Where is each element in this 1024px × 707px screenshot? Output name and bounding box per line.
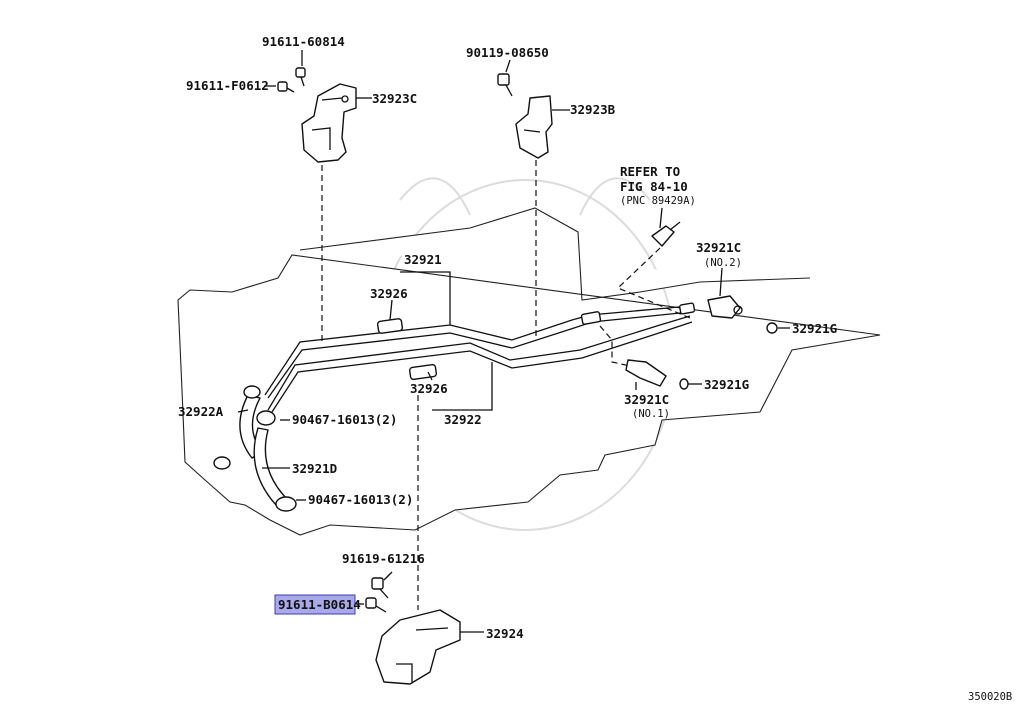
label-90467-16013-lower[interactable]: 90467-16013(2) — [308, 492, 413, 507]
label-32921d[interactable]: 32921D — [292, 461, 337, 476]
label-91611-f0612[interactable]: 91611-F0612 — [186, 78, 269, 93]
clamp-90467-16013-upper[interactable] — [256, 410, 276, 426]
transmission-body-outline — [177, 207, 881, 536]
leader-lines — [237, 50, 723, 633]
bolt-91611-f0612[interactable] — [277, 81, 295, 93]
bolt-91611-b0614[interactable] — [365, 597, 387, 613]
pipe-32922[interactable] — [267, 315, 693, 413]
label-32922a[interactable]: 32922A — [178, 404, 224, 419]
label-90119-08650[interactable]: 90119-08650 — [466, 45, 549, 60]
label-no2: (NO.2) — [704, 257, 742, 269]
sensor-89429a[interactable] — [651, 221, 681, 247]
sleeve-32926-top[interactable] — [376, 318, 404, 334]
label-no1: (NO.1) — [632, 408, 670, 420]
highlight-box-91611-b0614 — [274, 594, 356, 615]
label-32921g-bottom[interactable]: 32921G — [704, 377, 749, 392]
label-32922[interactable]: 32922 — [444, 412, 482, 427]
label-90467-16013-upper[interactable]: 90467-16013(2) — [292, 412, 397, 427]
union-32921c-no2[interactable] — [707, 295, 743, 319]
label-32921[interactable]: 32921 — [404, 252, 442, 267]
label-32926-top[interactable]: 32926 — [370, 286, 408, 301]
label-32923b[interactable]: 32923B — [570, 102, 616, 117]
bolt-91619-61216[interactable] — [371, 577, 389, 599]
union-32921c-no1[interactable] — [625, 359, 667, 387]
label-91619-61216[interactable]: 91619-61216 — [342, 551, 425, 566]
clamp-left[interactable] — [213, 385, 261, 470]
label-pnc-89429a[interactable]: (PNC 89429A) — [620, 195, 696, 207]
gasket-32921g-bottom[interactable] — [679, 378, 702, 390]
bracket-32924[interactable] — [375, 609, 461, 685]
bolt-91611-60814[interactable] — [295, 67, 306, 87]
label-32921g-top[interactable]: 32921G — [792, 321, 837, 336]
bracket-32923b[interactable] — [515, 95, 553, 159]
bolt-90119-08650[interactable] — [497, 73, 513, 97]
label-32921c-bottom[interactable]: 32921C — [624, 392, 669, 407]
label-91611-b0614[interactable]: 91611-B0614 — [278, 597, 361, 612]
label-32924[interactable]: 32924 — [486, 626, 524, 641]
label-32923c[interactable]: 32923C — [372, 91, 417, 106]
label-refer-to: REFER TO — [620, 164, 680, 179]
label-32926-bottom[interactable]: 32926 — [410, 381, 448, 396]
bracket-32923c[interactable] — [301, 83, 357, 163]
gasket-32921g-top[interactable] — [766, 322, 790, 334]
label-91611-60814[interactable]: 91611-60814 — [262, 34, 345, 49]
figure-code: 350020B — [968, 691, 1012, 703]
label-fig-84-10[interactable]: FIG 84-10 — [620, 179, 688, 194]
pipe-nut-right[interactable] — [580, 302, 696, 325]
label-32921c-top[interactable]: 32921C — [696, 240, 741, 255]
clamp-90467-16013-lower[interactable] — [275, 496, 297, 512]
